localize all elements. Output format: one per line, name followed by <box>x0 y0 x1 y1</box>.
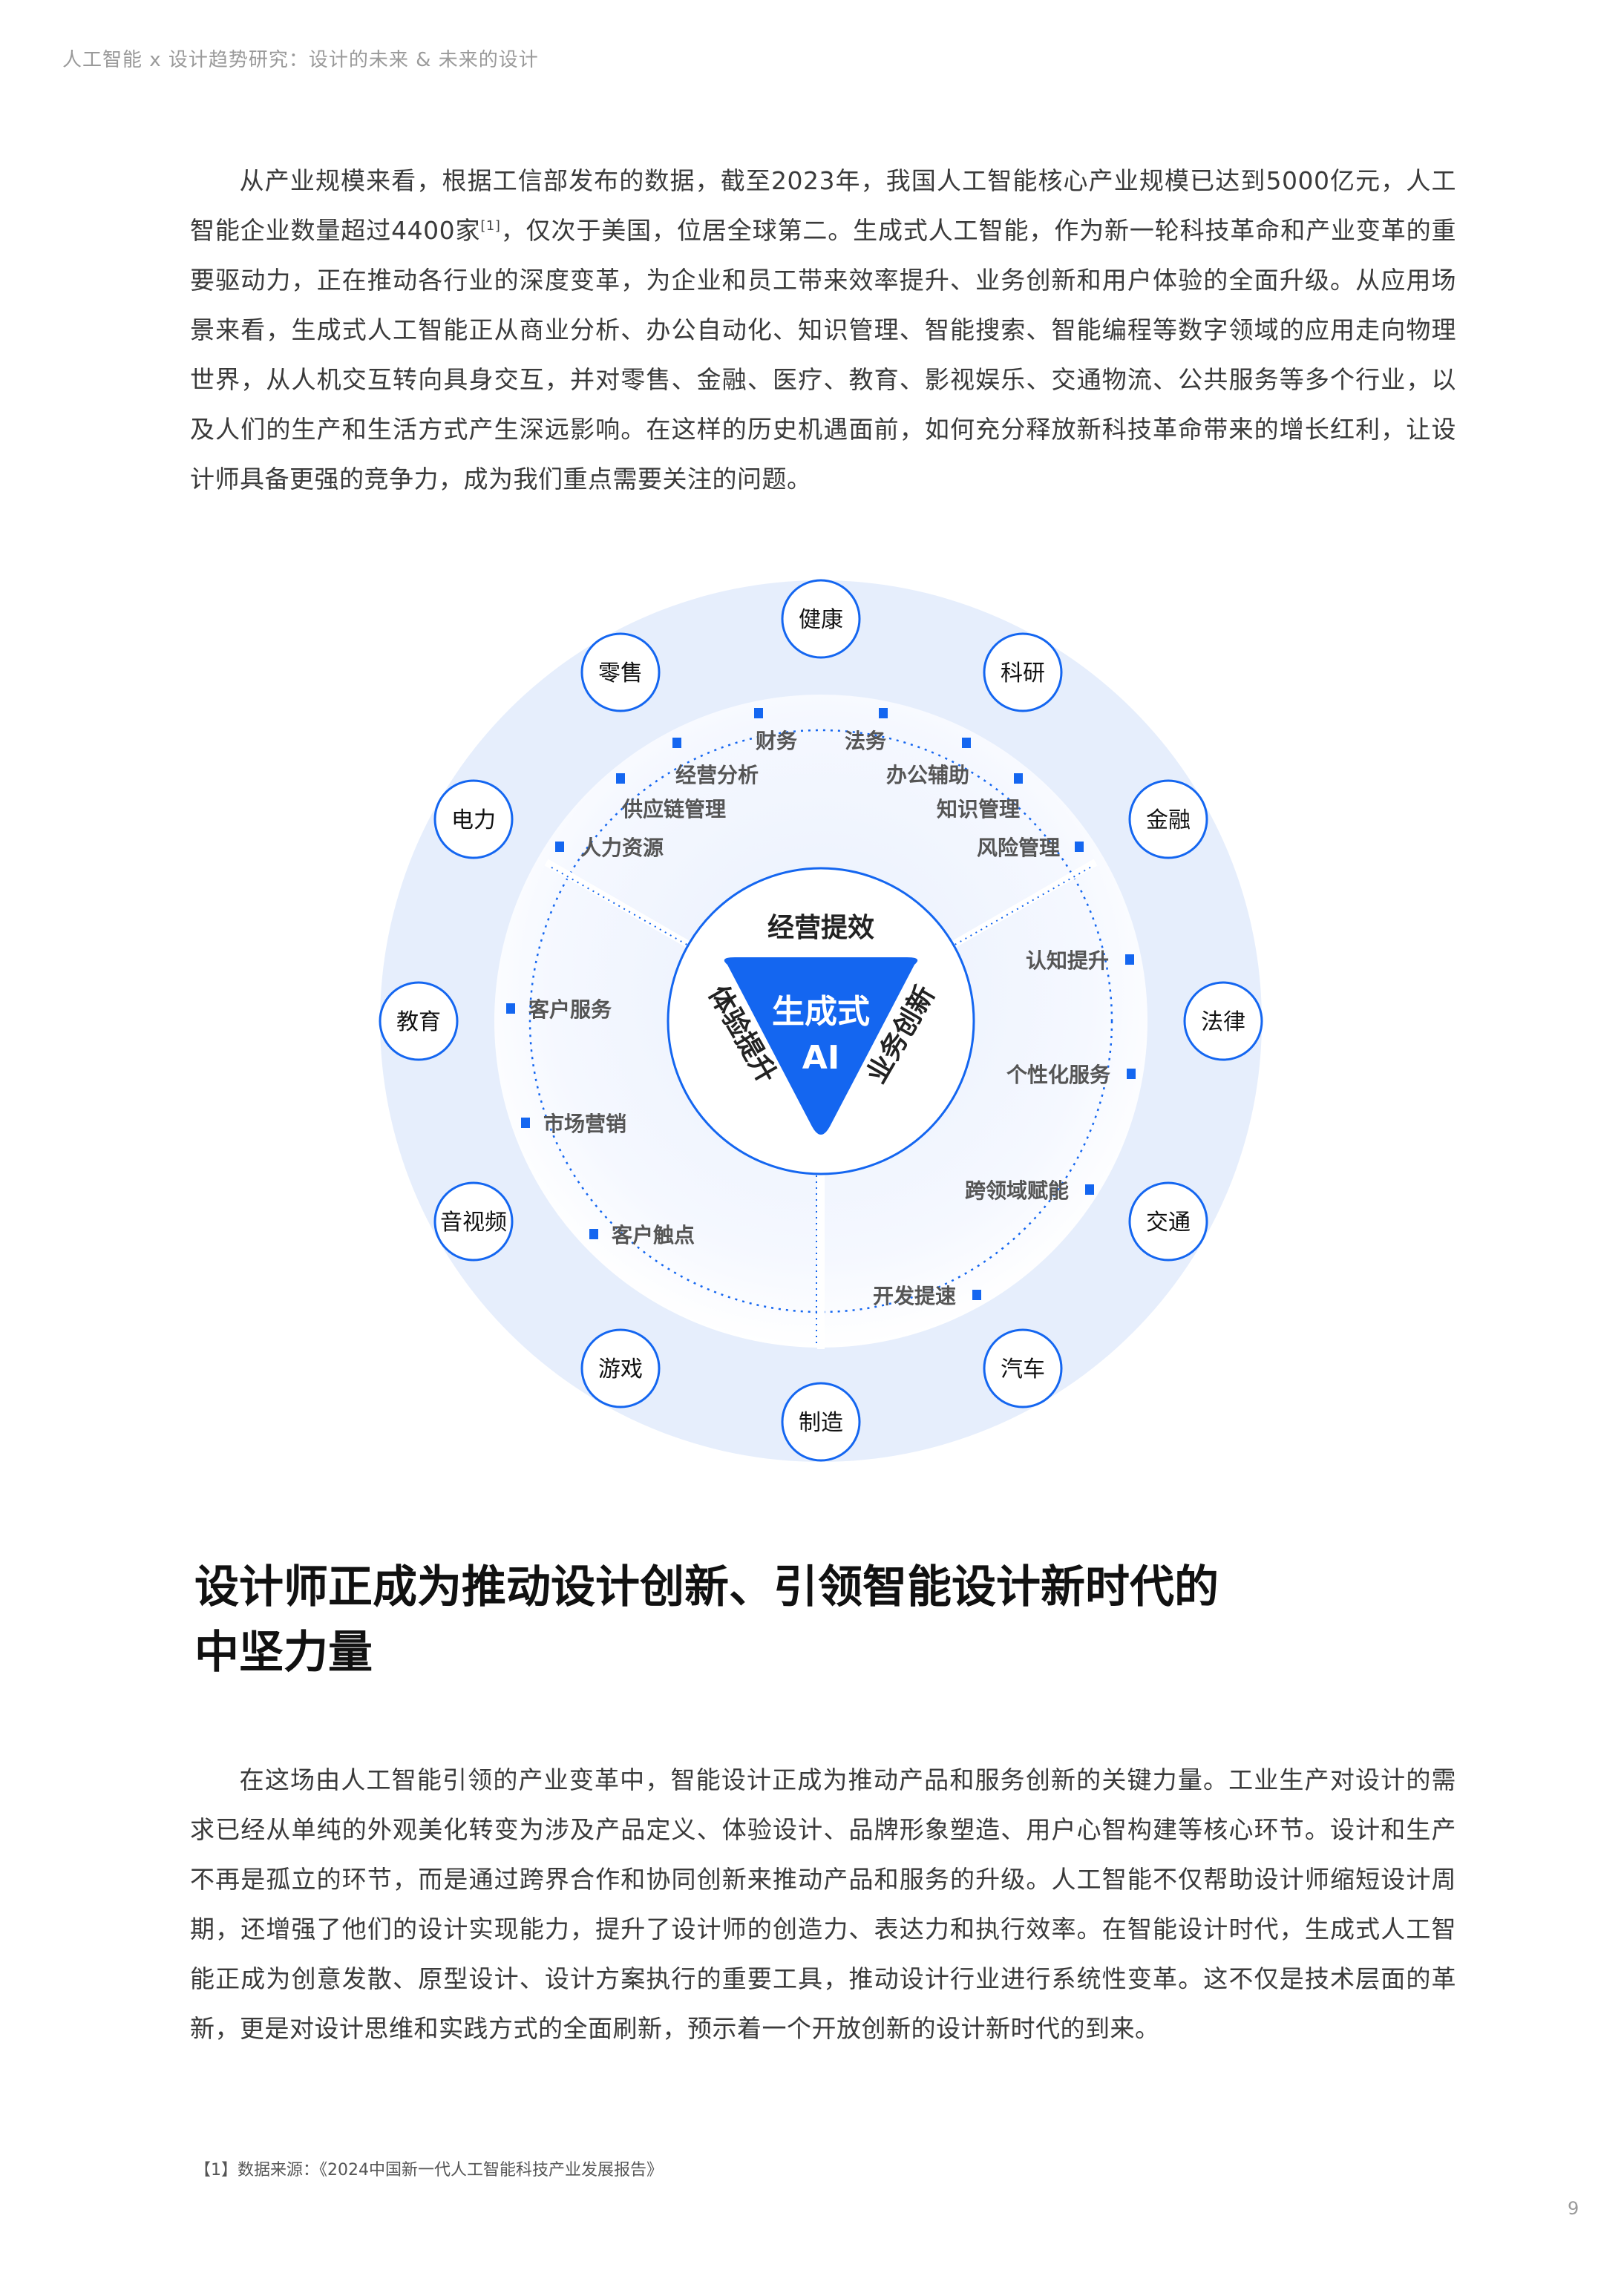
section-heading-line1: 设计师正成为推动设计创新、引领智能设计新时代的 <box>194 1561 1219 1613</box>
svg-text:法律: 法律 <box>1201 1009 1245 1035</box>
capability-business-analysis: 经营分析 <box>675 763 759 787</box>
capability-office-assist: 办公辅助 <box>886 763 969 787</box>
core-label-line2: AI <box>802 1039 839 1077</box>
industry-node-gaming[interactable]: 游戏 <box>580 1328 661 1408</box>
capability-touchpoints: 客户触点 <box>612 1223 695 1247</box>
capability-cross-domain: 跨领域赋能 <box>965 1178 1069 1203</box>
core-triangle <box>724 957 918 1135</box>
svg-text:金融: 金融 <box>1146 807 1191 833</box>
capability-hr: 人力资源 <box>580 836 664 860</box>
svg-text:零售: 零售 <box>598 660 643 686</box>
footnote: 【1】数据来源：《2024中国新一代人工智能科技产业发展报告》 <box>194 2161 663 2179</box>
capability-dev-speedup: 开发提速 <box>873 1284 956 1308</box>
capability-customer-service: 客户服务 <box>528 997 612 1022</box>
svg-text:游戏: 游戏 <box>598 1357 643 1382</box>
capability-marketing: 市场营销 <box>543 1112 626 1136</box>
industry-node-automotive[interactable]: 汽车 <box>983 1328 1063 1408</box>
industry-node-law[interactable]: 法律 <box>1183 981 1263 1061</box>
svg-text:电力: 电力 <box>451 807 496 833</box>
capability-legal: 法务 <box>845 729 886 753</box>
capability-risk-mgmt: 风险管理 <box>977 836 1060 860</box>
core-label-line1: 生成式 <box>772 993 870 1031</box>
industry-node-health[interactable]: 健康 <box>781 579 861 659</box>
svg-text:交通: 交通 <box>1146 1210 1191 1236</box>
industry-node-finance[interactable]: 金融 <box>1128 779 1208 859</box>
capability-supply-chain: 供应链管理 <box>621 797 726 821</box>
svg-text:科研: 科研 <box>1001 660 1045 686</box>
paragraph-text: 从产业规模来看，根据工信部发布的数据，截至2023年，我国人工智能核心产业规模已… <box>190 166 1456 245</box>
svg-text:音视频: 音视频 <box>440 1210 507 1236</box>
intro-paragraph: 从产业规模来看，根据工信部发布的数据，截至2023年，我国人工智能核心产业规模已… <box>190 156 1456 504</box>
svg-text:汽车: 汽车 <box>1001 1357 1045 1382</box>
industry-node-audio-video[interactable]: 音视频 <box>433 1181 514 1262</box>
industry-node-transport[interactable]: 交通 <box>1128 1181 1208 1262</box>
capability-personalization: 个性化服务 <box>1006 1063 1110 1087</box>
svg-text:教育: 教育 <box>396 1009 441 1035</box>
capability-knowledge-mgmt: 知识管理 <box>937 797 1020 821</box>
capabilities-left: 客户服务 市场营销 客户触点 <box>506 997 695 1247</box>
footnote-reference-link[interactable]: [1] <box>480 218 501 234</box>
industry-node-power[interactable]: 电力 <box>433 779 514 859</box>
capability-finance: 财务 <box>756 729 797 753</box>
industry-node-education[interactable]: 教育 <box>379 981 459 1061</box>
section-heading-line2: 中坚力量 <box>194 1627 373 1679</box>
svg-text:健康: 健康 <box>799 607 843 633</box>
industry-node-research[interactable]: 科研 <box>983 632 1063 712</box>
capability-ring <box>528 729 1113 1313</box>
paragraph-text: 在这场由人工智能引领的产业变革中，智能设计正成为推动产品和服务创新的关键力量。工… <box>190 1765 1456 2043</box>
capabilities-top: 财务 法务 经营分析 办公辅助 供应链管理 知识管理 人力资源 风险管理 <box>555 708 1084 860</box>
capability-cognition: 认知提升 <box>1026 948 1109 973</box>
section-paragraph: 在这场由人工智能引领的产业变革中，智能设计正成为推动产品和服务创新的关键力量。工… <box>190 1755 1456 2053</box>
industry-node-retail[interactable]: 零售 <box>580 632 661 712</box>
paragraph-text: ，仅次于美国，位居全球第二。生成式人工智能，作为新一轮科技革命和产业变革的重要驱… <box>190 216 1457 493</box>
industry-node-manufacturing[interactable]: 制造 <box>781 1382 861 1462</box>
capabilities-right: 认知提升 个性化服务 跨领域赋能 开发提速 <box>873 948 1136 1308</box>
svg-text:制造: 制造 <box>799 1410 843 1436</box>
running-header: 人工智能 x 设计趋势研究：设计的未来 & 未来的设计 <box>62 49 539 71</box>
page-number: 9 <box>1568 2198 1579 2219</box>
section-heading: 设计师正成为推动设计创新、引领智能设计新时代的 中坚力量 <box>194 1555 1456 1685</box>
industry-nodes: 健康 科研 金融 法律 交通 汽车 制造 游戏 音视频 教育 电力 零售 <box>379 579 1263 1462</box>
sector-label-operations: 经营提效 <box>767 913 874 943</box>
